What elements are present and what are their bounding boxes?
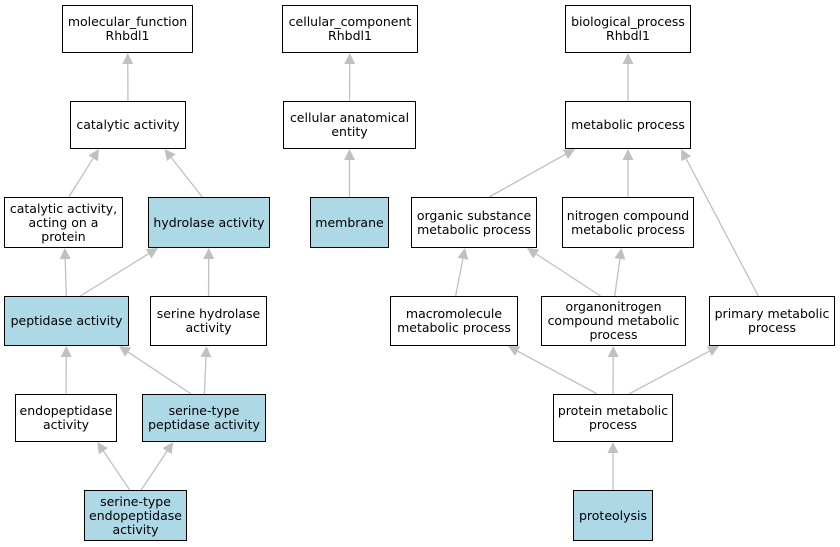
node-peptidase-activity: peptidase activity xyxy=(4,296,129,346)
edge-pmp-to-met xyxy=(685,158,759,297)
node-nitrogen-compound-metabolic-process: nitrogen compound metabolic process xyxy=(562,197,694,248)
arrowhead-pep-to-cap xyxy=(59,248,71,260)
edge-stp-to-pep xyxy=(127,351,192,395)
node-cellular-anatomical-entity: cellular anatomical entity xyxy=(283,101,416,149)
node-metabolic-process: metabolic process xyxy=(565,101,691,149)
arrowhead-cap-to-cat xyxy=(88,149,99,162)
edge-pep-to-cap xyxy=(64,258,67,297)
arrowhead-end-to-pep xyxy=(60,346,72,358)
arrowhead-prm-to-pmp xyxy=(706,346,719,357)
edge-stp-to-shy xyxy=(203,356,207,395)
arrowhead-ncm-to-met xyxy=(622,149,634,160)
node-membrane: membrane xyxy=(310,197,389,248)
arrowhead-pro-to-prm xyxy=(607,442,619,453)
arrowhead-cae-to-cc xyxy=(344,53,356,65)
arrowhead-cat-to-mf xyxy=(122,53,134,65)
arrowhead-shy-to-hyd xyxy=(203,248,215,260)
edge-ste-to-end xyxy=(102,450,131,491)
node-proteolysis: proteolysis xyxy=(573,490,653,541)
node-serine-type-peptidase-activity: serine-type peptidase activity xyxy=(142,394,266,442)
arrowhead-prm-to-mmp xyxy=(508,346,521,357)
node-catalytic-activity: catalytic activity xyxy=(70,101,186,149)
arrowhead-hyd-to-cat xyxy=(164,149,176,162)
arrowhead-pep-to-hyd xyxy=(145,248,158,259)
node-hydrolase-activity: hydrolase activity xyxy=(148,197,270,248)
arrowhead-met-to-bp xyxy=(622,53,634,64)
node-macromolecule-metabolic-process: macromolecule metabolic process xyxy=(390,296,518,346)
node-serine-hydrolase-activity: serine hydrolase activity xyxy=(150,296,267,346)
edge-pep-to-hyd xyxy=(79,253,149,297)
edge-ste-to-stp xyxy=(140,450,168,491)
node-endopeptidase-activity: endopeptidase activity xyxy=(15,394,117,442)
node-organic-substance-metabolic-process: organic substance metabolic process xyxy=(411,197,537,248)
edge-cap-to-cat xyxy=(68,157,94,198)
edge-onm-to-ncm xyxy=(614,258,621,297)
node-primary-metabolic-process: primary metabolic process xyxy=(709,296,835,346)
arrowhead-ste-to-end xyxy=(97,442,108,455)
node-serine-type-endopeptidase-activity: serine-type endopeptidase activity xyxy=(84,490,187,541)
arrowhead-pmp-to-met xyxy=(681,149,691,162)
arrowhead-stp-to-pep xyxy=(119,346,132,357)
edge-hyd-to-cat xyxy=(170,157,203,198)
node-cellular-component: cellular_component Rhbdl1 xyxy=(282,5,418,53)
arrowhead-mmp-to-osm xyxy=(457,248,469,260)
arrowhead-onm-to-osm xyxy=(527,248,540,259)
edge-prm-to-mmp xyxy=(517,350,598,395)
arrowhead-ste-to-stp xyxy=(162,442,174,455)
node-organonitrogen-compound-metabolic-process: organonitrogen compound metabolic proces… xyxy=(541,296,686,346)
node-molecular-function: molecular_function Rhbdl1 xyxy=(62,5,193,53)
node-protein-metabolic-process: protein metabolic process xyxy=(553,394,673,442)
edge-onm-to-osm xyxy=(535,253,601,297)
node-catalytic-activity-acting-on-protein: catalytic activity, acting on a protein xyxy=(4,197,123,248)
arrowhead-osm-to-met xyxy=(562,149,575,160)
arrowhead-onm-to-ncm xyxy=(614,248,626,260)
edge-mmp-to-osm xyxy=(455,258,464,297)
edge-prm-to-pmp xyxy=(628,350,710,395)
node-biological-process: biological_process Rhbdl1 xyxy=(565,5,691,53)
arrowhead-prm-to-onm xyxy=(607,346,619,358)
arrowhead-mem-to-cae xyxy=(344,149,355,160)
edge-osm-to-met xyxy=(488,153,566,198)
arrowhead-stp-to-shy xyxy=(200,346,212,358)
